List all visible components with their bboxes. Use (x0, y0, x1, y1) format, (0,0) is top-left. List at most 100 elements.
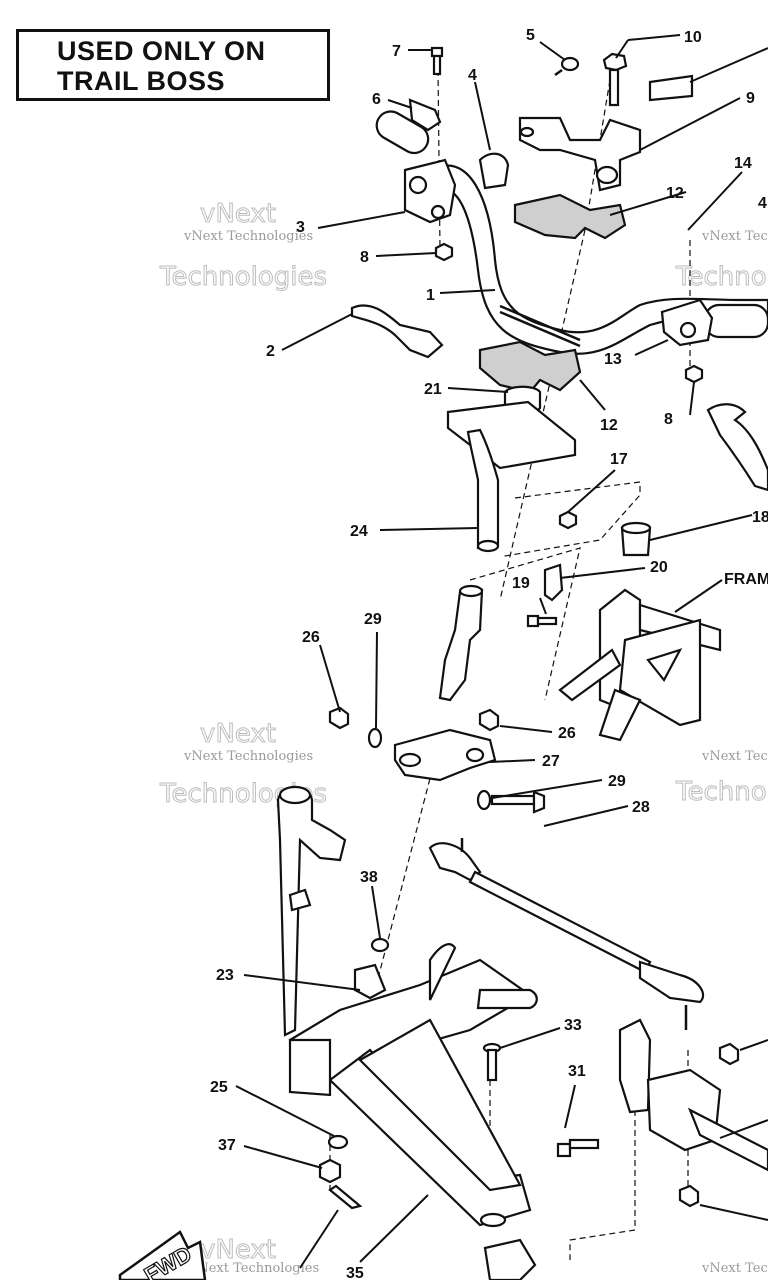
upper-clamp-9 (518, 116, 642, 192)
nut-right-2 (718, 1042, 740, 1066)
watermark-6: vNext Technologies (701, 1261, 768, 1276)
bolt-31 (556, 1138, 600, 1158)
bolt-28 (490, 790, 546, 814)
nut-8-right (684, 364, 704, 384)
label-23: 23 (216, 967, 234, 984)
label-4a: 4 (468, 67, 477, 84)
label-3: 3 (296, 219, 305, 236)
washer-29-left (367, 727, 383, 749)
frame-section (558, 588, 722, 742)
label-25: 25 (210, 1079, 228, 1096)
watermark-big-3: Technologies (675, 262, 768, 292)
watermark-big-4: Technologies (675, 777, 768, 807)
spindle-right (618, 1018, 768, 1172)
note-line-2: TRAIL BOSS (57, 66, 226, 96)
cotter-pin (328, 1184, 363, 1210)
label-27: 27 (542, 753, 560, 770)
nut-26-right (478, 708, 500, 732)
clamp-12-bottom (478, 340, 582, 394)
label-29b: 29 (608, 773, 626, 790)
watermark-5: vNext Technologies (189, 1261, 319, 1276)
nut-right-1 (678, 1184, 700, 1208)
label-10: 10 (684, 29, 702, 46)
watermark-top-1: vNext (200, 199, 276, 229)
a-arm (288, 943, 538, 1228)
watermark-top-5: vNext (200, 1235, 276, 1265)
decal (648, 74, 694, 102)
label-17: 17 (610, 451, 628, 468)
left-control-housing (403, 158, 457, 224)
part-labels: 7 5 10 6 4 9 14 4 12 3 8 1 2 13 21 12 8 … (210, 27, 768, 1280)
label-frame: FRAME (724, 571, 768, 588)
bolt-7 (430, 46, 444, 76)
label-26a: 26 (302, 629, 320, 646)
label-24: 24 (350, 523, 368, 540)
label-1: 1 (426, 287, 435, 304)
clamp-12-top (513, 193, 627, 240)
label-18: 18 (752, 509, 768, 526)
fwd-arrow: FWD (118, 1230, 207, 1280)
label-5: 5 (526, 27, 535, 44)
label-21: 21 (424, 381, 442, 398)
washer-29-right (476, 789, 492, 811)
leader-lines (235, 34, 768, 1269)
spindle-left (276, 785, 347, 1037)
label-2: 2 (266, 343, 275, 360)
label-14: 14 (734, 155, 752, 172)
washer-38 (370, 937, 390, 953)
clamp-4 (478, 152, 510, 190)
label-20: 20 (650, 559, 668, 576)
nut-26-left (328, 706, 350, 730)
steering-shaft (438, 584, 484, 702)
bolt-33 (482, 1042, 502, 1082)
watermark-2: vNext Technologies (183, 749, 313, 764)
steering-arm-27 (393, 728, 497, 782)
tie-rod (428, 838, 705, 1030)
label-19: 19 (512, 575, 530, 592)
watermark-3: vNext Technologies (701, 229, 768, 244)
bolt-10 (602, 52, 628, 107)
label-6: 6 (372, 91, 381, 108)
label-8a: 8 (360, 249, 369, 266)
label-9: 9 (746, 90, 755, 107)
label-13: 13 (604, 351, 622, 368)
label-8b: 8 (664, 411, 673, 428)
label-29a: 29 (364, 611, 382, 628)
watermark-group-4: vNext Technologies Technologies (675, 749, 768, 808)
screw-5 (554, 56, 580, 77)
nut-8-left (434, 242, 454, 262)
watermark-top-2: vNext (200, 719, 276, 749)
watermark-group-1: vNext vNext Technologies Technologies (159, 199, 328, 293)
label-38: 38 (360, 869, 378, 886)
washer-25 (327, 1134, 349, 1150)
bolt-19 (526, 614, 558, 628)
nut-17 (558, 510, 578, 530)
stud-23 (353, 963, 387, 1000)
brake-lever-right (706, 403, 768, 492)
label-7: 7 (392, 43, 401, 60)
right-control-housing (660, 298, 714, 347)
ball-joint (483, 1238, 537, 1280)
label-31: 31 (568, 1063, 586, 1080)
bushing-18 (620, 521, 652, 557)
label-4b: 4 (758, 195, 767, 212)
steering-post-24 (446, 400, 577, 553)
label-35: 35 (346, 1265, 364, 1280)
lever-6 (408, 98, 442, 132)
watermark-big-1: Technologies (159, 262, 327, 292)
watermark-1: vNext Technologies (183, 229, 313, 244)
bracket-20 (543, 563, 564, 602)
label-37: 37 (218, 1137, 236, 1154)
watermark-group-5: vNext vNext Technologies vNext Technolog… (189, 1235, 768, 1277)
label-28: 28 (632, 799, 650, 816)
label-12a: 12 (666, 185, 684, 202)
label-12b: 12 (600, 417, 618, 434)
note-box: USED ONLY ON TRAIL BOSS (16, 29, 330, 101)
note-line-1: USED ONLY ON (57, 36, 266, 66)
brake-lever-left (350, 304, 444, 359)
nut-37 (318, 1158, 342, 1184)
watermark-4: vNext Technologies (701, 749, 768, 764)
watermark-group-3: vNext Technologies Technologies (675, 229, 768, 293)
label-26b: 26 (558, 725, 576, 742)
